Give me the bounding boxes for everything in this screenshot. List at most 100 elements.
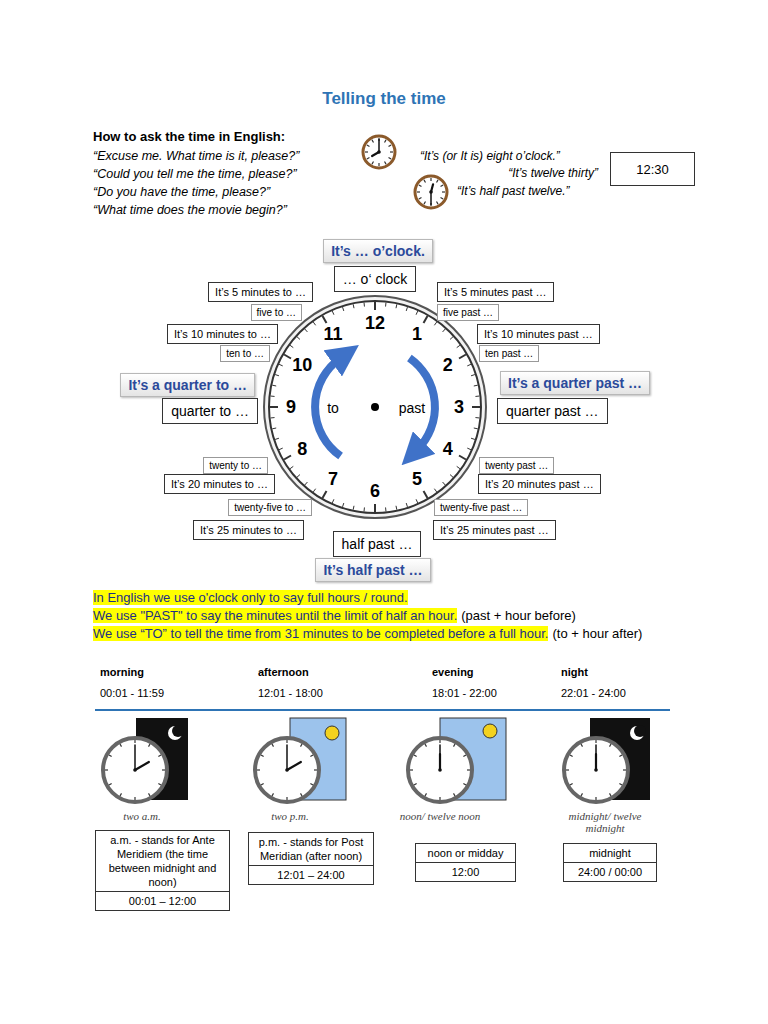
divider-line [95, 709, 670, 711]
box-text: noon or midday [420, 846, 511, 860]
box-text: 00:01 – 12:00 [100, 894, 225, 908]
time-range: 22:01 - 24:00 [561, 687, 626, 699]
hour-tick [149, 793, 151, 796]
tick-mark [474, 427, 478, 429]
tick-mark [343, 307, 344, 311]
box-text: half past … [342, 535, 413, 553]
tick-mark [457, 345, 460, 347]
hour-tick [437, 202, 439, 205]
box-text: quarter to … [171, 402, 249, 420]
time-phrase-box: twenty to … [203, 457, 268, 474]
time-phrase-box: It’s 10 minutes past … [477, 324, 600, 344]
tick-mark [284, 456, 291, 460]
clock-number: 2 [443, 355, 453, 376]
box-text: ten to … [226, 347, 264, 360]
tick-mark [323, 491, 327, 498]
tick-mark [434, 322, 436, 325]
box-text: It’s 20 minutes to … [171, 477, 268, 491]
box-text: 24:00 / 00:00 [568, 865, 652, 879]
highlighted-rule: We use “TO” to tell the time from 31 min… [93, 626, 548, 641]
box-text: It’s 5 minutes past … [444, 285, 547, 299]
hour-tick [419, 185, 422, 187]
highlighted-rule: We use "PAST" to say the minutes until t… [93, 608, 457, 623]
hour-tick [441, 185, 444, 187]
hour-tick [581, 793, 583, 796]
clock-icon [564, 738, 628, 802]
clock-number: 12 [365, 313, 385, 334]
hour-tick [619, 784, 622, 786]
clock-pin [438, 768, 442, 772]
box-text: 12:01 – 24:00 [253, 868, 369, 882]
hour-tick [389, 158, 392, 160]
box-text: It’s 20 minutes past … [485, 477, 594, 491]
tick-mark [475, 396, 479, 397]
hour-hand [287, 762, 301, 770]
hour-tick [419, 198, 422, 200]
tick-mark [279, 448, 283, 450]
clock-number: 11 [323, 324, 342, 345]
time-phrase-box: It’s 20 minutes to … [164, 474, 275, 494]
hour-tick [417, 191, 420, 192]
tick-mark [395, 506, 397, 510]
hour-tick [439, 797, 440, 800]
tick-mark [313, 489, 315, 492]
tick-mark [343, 503, 344, 507]
tick-mark [406, 307, 407, 311]
moon-shadow [172, 725, 184, 737]
hour-tick [109, 755, 112, 757]
hour-tick [610, 793, 612, 796]
clock-pin [429, 190, 433, 194]
hour-tick [454, 744, 456, 747]
heading-banner: It’s a quarter past … [500, 371, 650, 395]
hour-hand [135, 762, 149, 770]
time-phrase-box: 12:30 [610, 152, 695, 186]
hour-tick [566, 769, 569, 770]
hour-tick [390, 151, 393, 152]
minute-hand [430, 192, 432, 204]
clock-pin [133, 768, 137, 772]
box-text: It’s 10 minutes to … [174, 327, 271, 341]
minute-ticks [270, 302, 480, 512]
tick-mark [416, 311, 418, 315]
example-sentence: “What time does the movie begin?” [93, 203, 287, 217]
example-sentence: “It’s (or It is) eight o’clock.” [420, 149, 560, 163]
clock-caption: midnight/ twelve midnight [555, 810, 655, 834]
box-text: It’s a quarter to … [128, 376, 247, 394]
box-text: twenty past … [485, 459, 548, 472]
hour-tick [365, 151, 368, 152]
tick-mark [364, 507, 365, 511]
column-heading: morning [100, 666, 144, 678]
tick-mark [385, 303, 386, 307]
hour-tick [441, 198, 444, 200]
tick-mark [474, 385, 478, 387]
hour-tick [463, 784, 466, 786]
time-phrase-box: It’s 5 minutes to … [208, 282, 313, 302]
page-title: Telling the time [322, 89, 445, 109]
hour-tick [385, 162, 387, 165]
direction-word: past [399, 400, 425, 416]
box-text: It’s half past … [323, 561, 422, 579]
clock-pin [285, 768, 289, 772]
tick-mark [406, 503, 407, 507]
tick-mark [279, 364, 283, 366]
hour-tick [261, 784, 264, 786]
box-text: twenty to … [209, 459, 262, 472]
minute-hand [595, 745, 597, 770]
clock-caption: noon/ twelve noon [390, 810, 490, 822]
hour-tick [619, 755, 622, 757]
highlighted-rule: In English we use o'clock only to say fu… [93, 590, 408, 605]
hour-tick [301, 793, 303, 796]
hour-tick [442, 191, 445, 192]
tick-mark [374, 302, 376, 310]
hour-tick [301, 744, 303, 747]
tick-mark [424, 491, 428, 498]
hour-tick [134, 797, 135, 800]
table-cell-box: 00:01 – 12:00 [95, 891, 230, 911]
table-cell-box: 12:00 [415, 862, 516, 882]
tick-mark [457, 466, 460, 468]
tick-mark [434, 489, 436, 492]
center-dot [371, 403, 379, 411]
clock-number: 10 [292, 355, 312, 376]
box-text: It’s 5 minutes to … [215, 285, 306, 299]
